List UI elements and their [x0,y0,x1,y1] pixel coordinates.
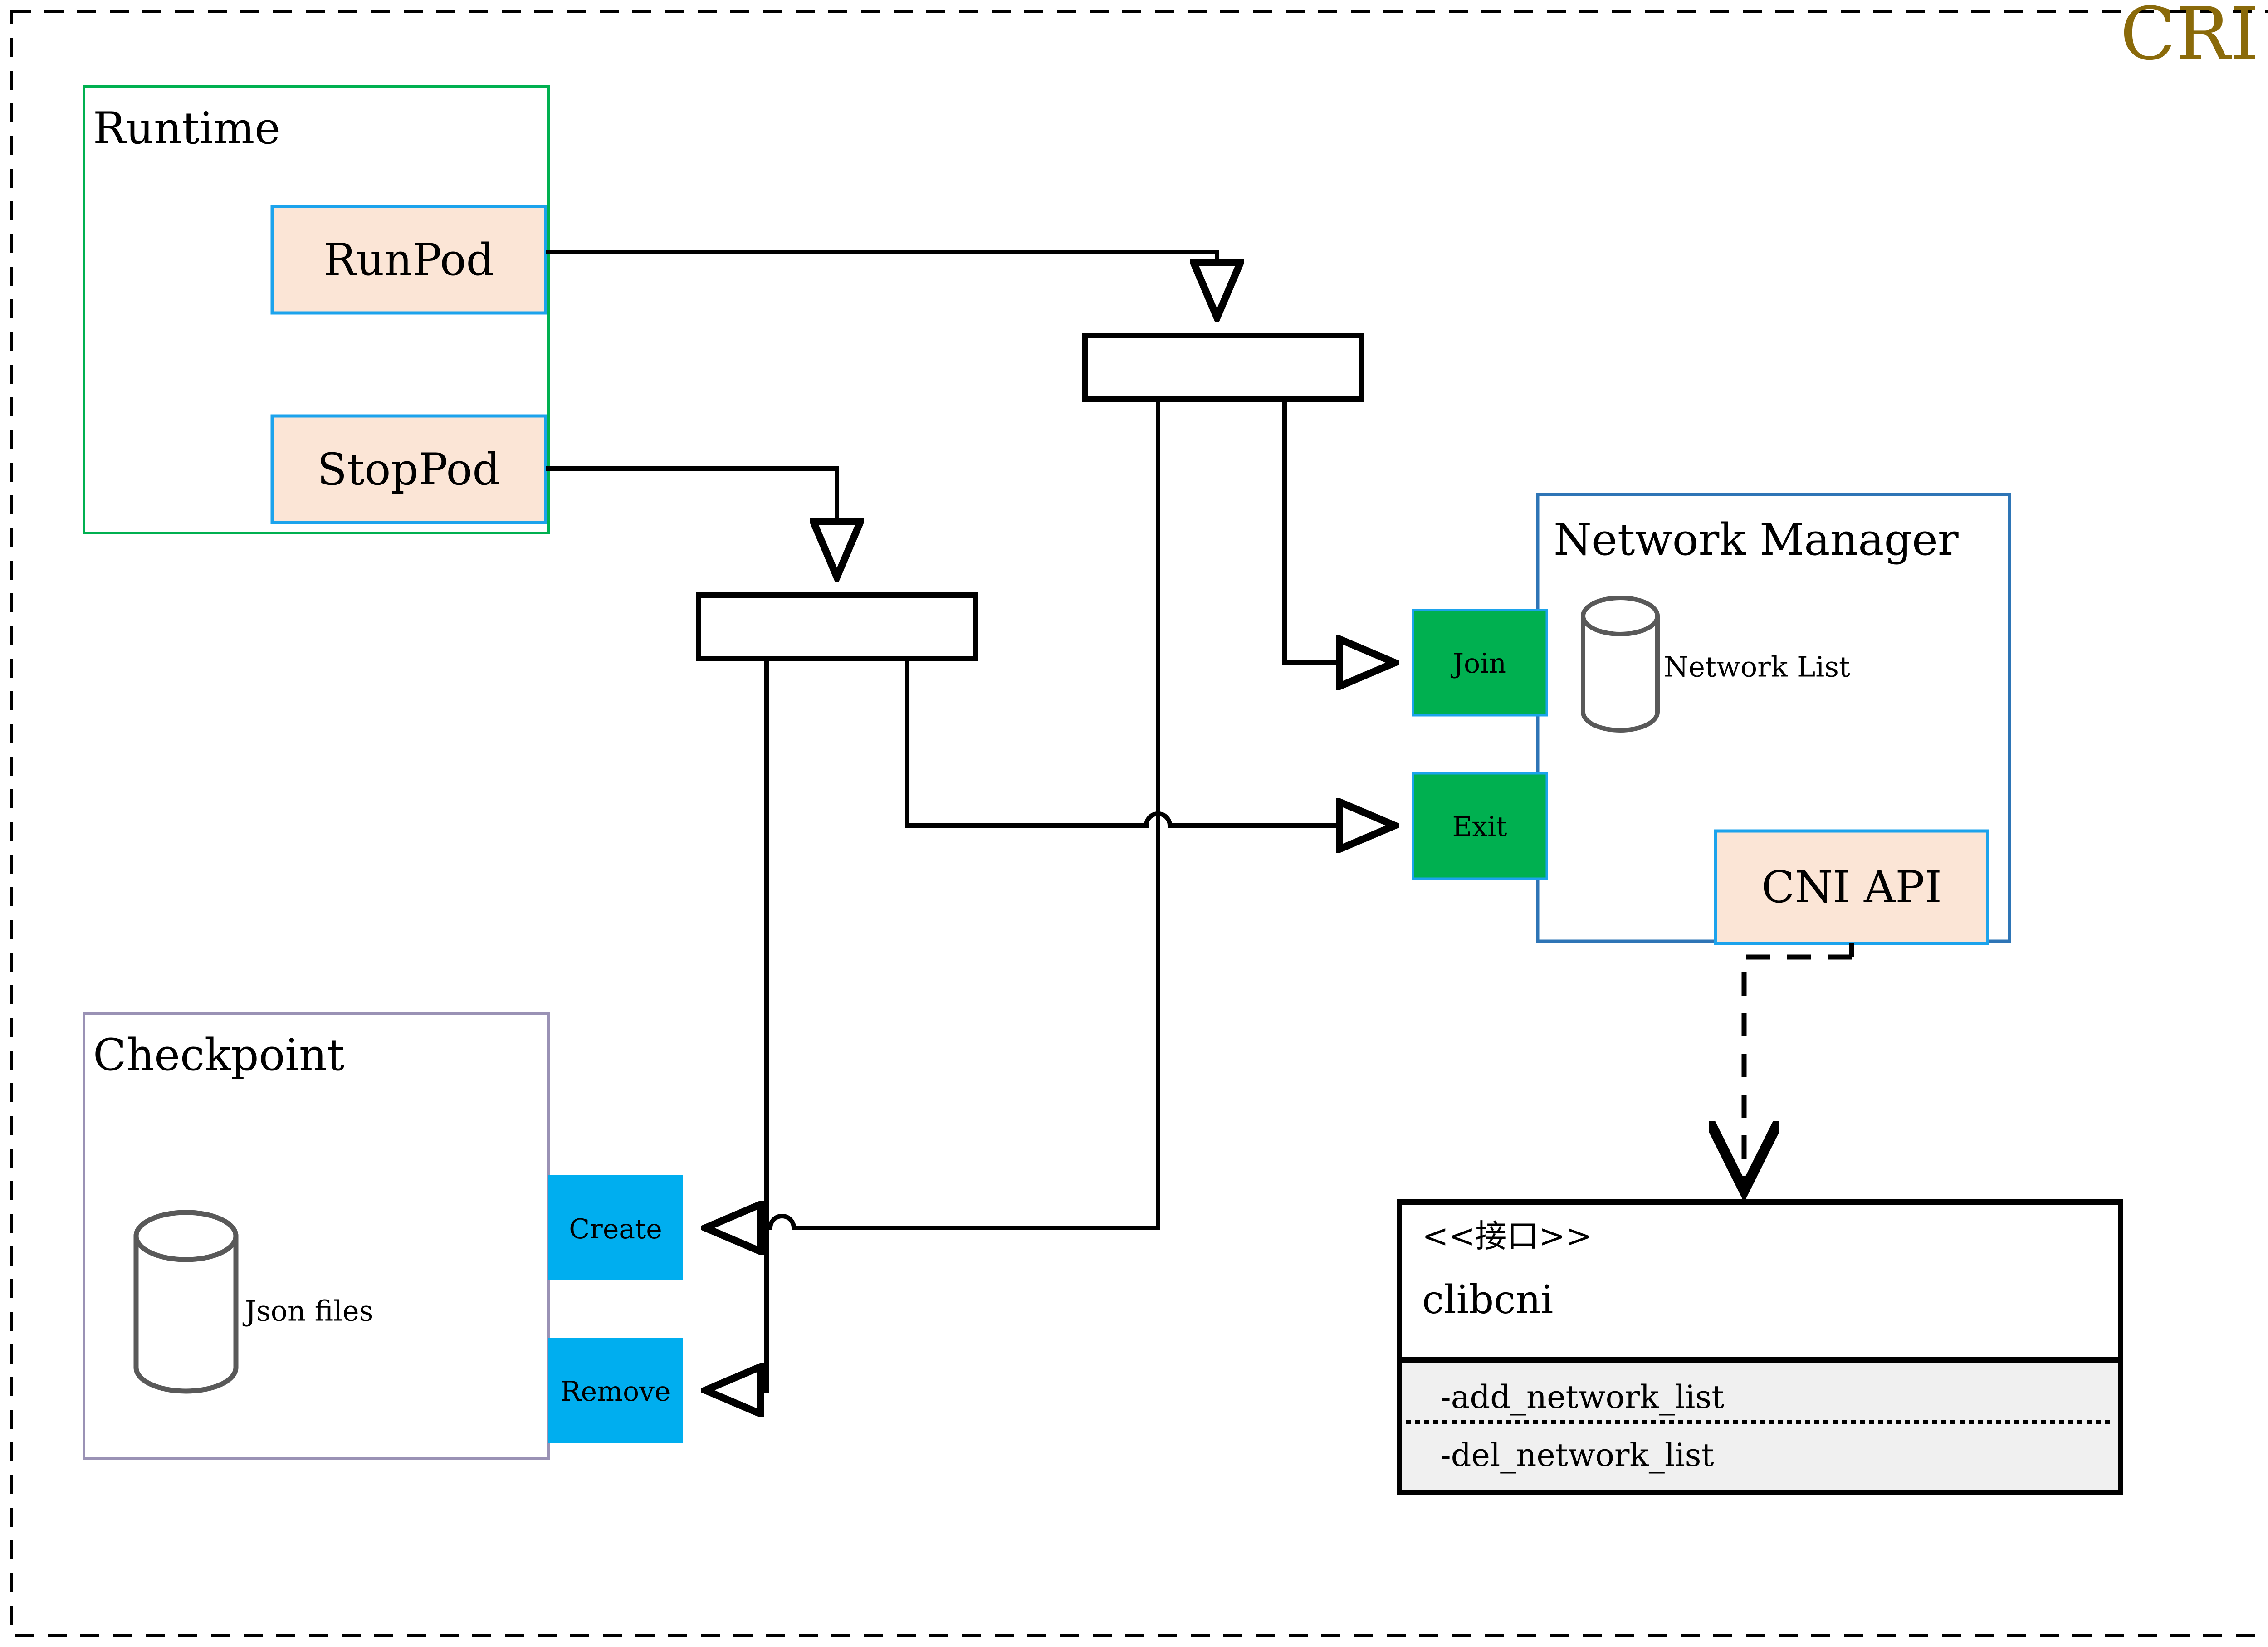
connector-fork-to-remove [705,659,769,1390]
remove-label: Remove [560,1376,670,1408]
clibcni-method-add: -add_network_list [1440,1378,1724,1416]
stop-pod-fork-bar [696,592,978,661]
page-title: CRI [2120,0,2259,76]
connector-cniapi-to-clibcni-dashed [1744,954,1852,1191]
cni-api-node[interactable] [1714,829,1989,945]
checkpoint-title: Checkpoint [93,1030,344,1080]
connector-fork-to-create [705,399,1160,1228]
join-label: Join [1450,648,1506,679]
network-list-label: Network List [1664,650,1850,684]
cni-api-label: CNI API [1761,862,1942,913]
runtime-title: Runtime [93,103,280,154]
connector-runpod-to-fork [546,250,1217,318]
outer-page-border [10,10,2268,1637]
clibcni-name: clibcni [1422,1277,1553,1323]
network-list-datastore-icon [1581,596,1660,733]
json-files-label: Json files [242,1295,373,1328]
network-manager-title: Network Manager [1554,514,1959,565]
run-pod-fork-bar [1082,333,1364,402]
connector-fork-to-join [1282,399,1395,663]
runtime-container [83,85,550,534]
clibcni-method-del: -del_network_list [1440,1437,1714,1474]
connector-fork-to-exit [905,659,1395,826]
clibcni-interface-box-outline [1397,1199,2123,1495]
clibcni-stereotype: <<接口>> [1422,1217,1592,1255]
join-node[interactable] [1412,609,1548,717]
exit-node[interactable] [1412,772,1548,880]
json-files-datastore-icon [133,1210,239,1394]
stop-pod-label: StopPod [317,444,500,495]
run-pod-node[interactable] [270,205,547,315]
run-pod-label: RunPod [323,235,494,285]
exit-label: Exit [1452,811,1507,843]
clibcni-methods-section [1402,1360,2118,1490]
connector-stoppod-to-fork [546,466,837,577]
create-node[interactable] [548,1175,683,1280]
remove-node[interactable] [548,1338,683,1443]
create-label: Create [569,1213,662,1245]
